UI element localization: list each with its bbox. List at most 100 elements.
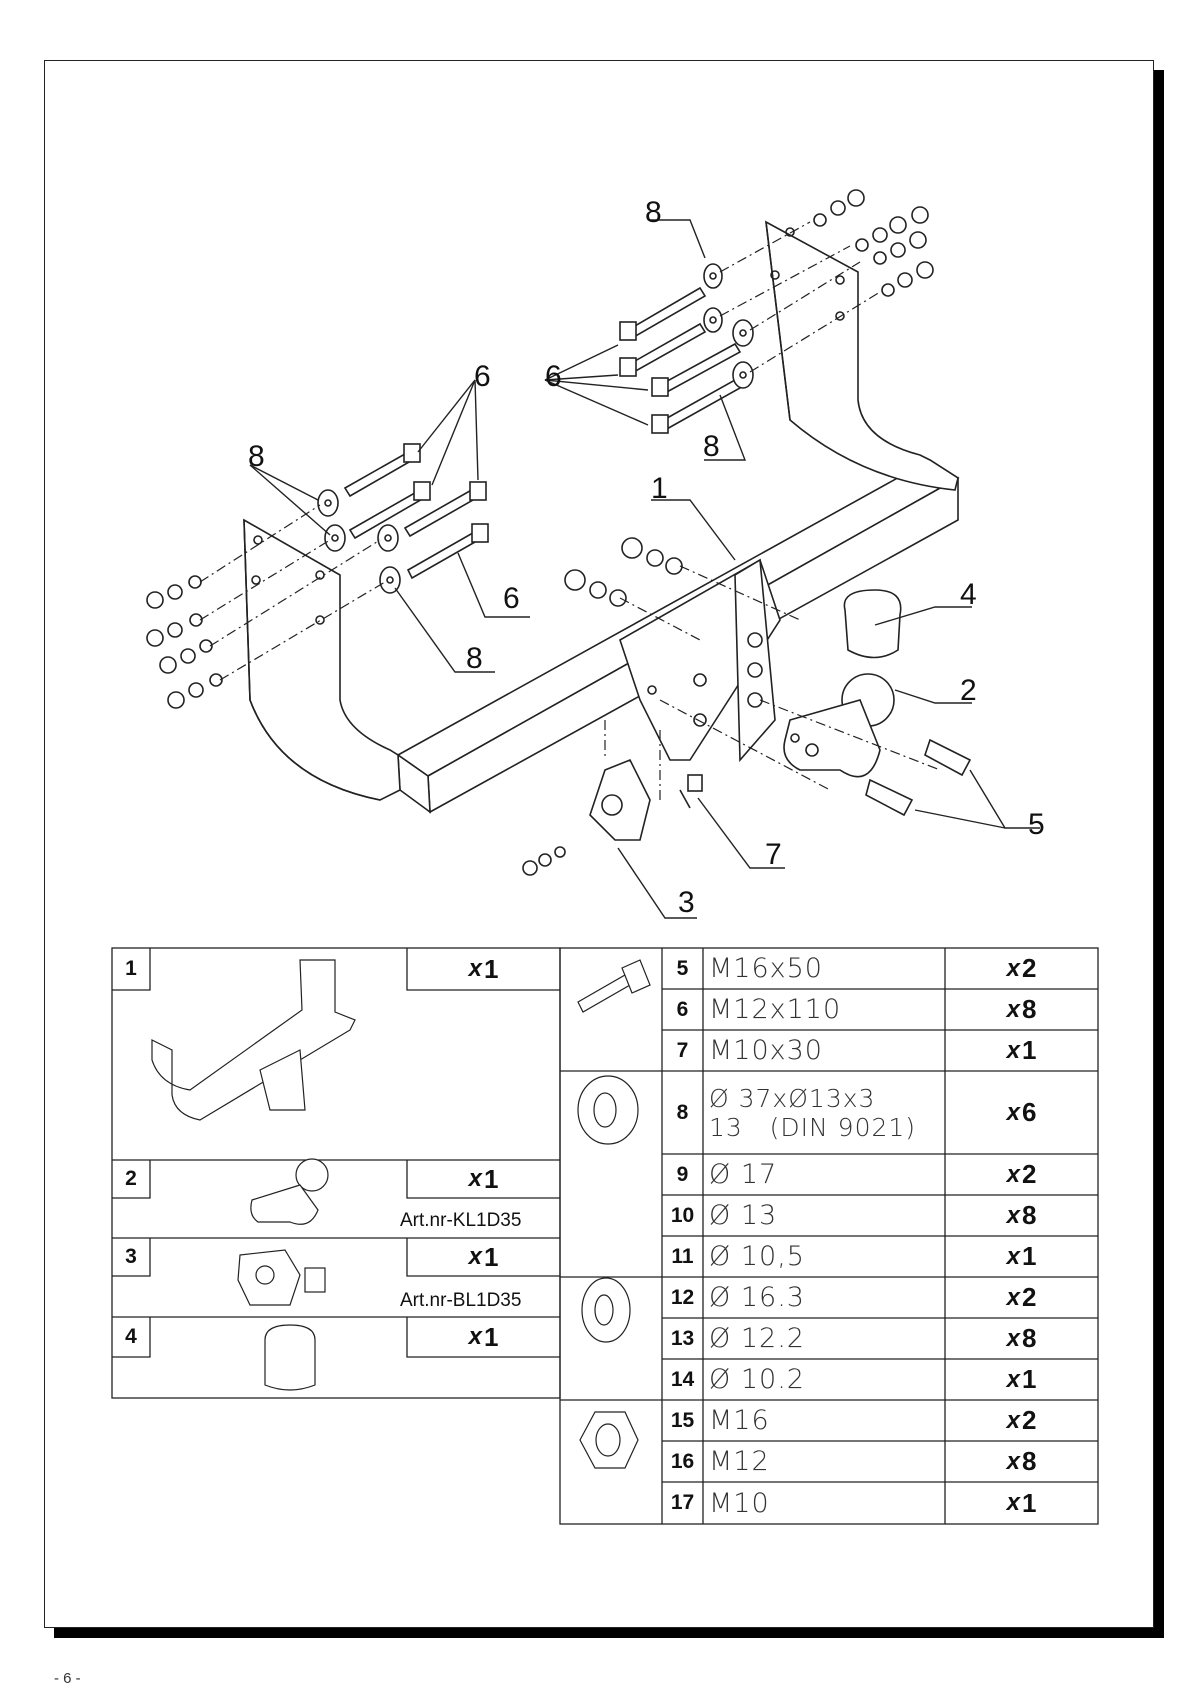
qty-value: 1 — [483, 1321, 499, 1352]
qty-prefix: x — [1006, 1160, 1020, 1188]
qty-prefix: x — [468, 1165, 482, 1192]
part-16-number: 16 — [670, 1449, 695, 1473]
qty-value: 1 — [1021, 1241, 1037, 1271]
callout-7: 7 — [765, 838, 782, 871]
thumb-bolt — [577, 959, 651, 1013]
part-4-number: 4 — [125, 1325, 137, 1348]
part-13-number: 13 — [670, 1326, 695, 1350]
part-6-number: 6 — [676, 997, 689, 1021]
part-5-number: 5 — [676, 956, 689, 980]
callout-8-lower: 8 — [466, 642, 483, 675]
qty-prefix: x — [1006, 954, 1020, 982]
part-15-spec: M16 — [709, 1405, 770, 1436]
qty-value: 1 — [1021, 1364, 1037, 1394]
thumb-tow-ball — [250, 1158, 329, 1225]
qty-prefix: x — [468, 955, 482, 982]
thumb-nut — [579, 1411, 639, 1469]
qty-prefix: x — [1006, 1489, 1020, 1516]
thumb-tow-bar — [151, 959, 356, 1121]
part-3-article-number: Art.nr-BL1D35 — [400, 1290, 522, 1311]
qty-value: 1 — [483, 1163, 499, 1194]
qty-value: 6 — [1021, 1097, 1037, 1127]
qty-value: 1 — [483, 1241, 499, 1272]
thumb-socket-plate — [237, 1249, 326, 1306]
qty-prefix: x — [1006, 1098, 1020, 1126]
callout-6-left: 6 — [474, 360, 491, 393]
part-7-spec: M10x30 — [709, 1035, 823, 1066]
part-8-number: 8 — [676, 1100, 689, 1124]
part-9-number: 9 — [676, 1162, 689, 1186]
part-2-article-number: Art.nr-KL1D35 — [400, 1210, 522, 1231]
qty-prefix: x — [468, 1243, 482, 1270]
qty-value: 2 — [1021, 1159, 1037, 1189]
callout-3: 3 — [678, 886, 695, 919]
callout-6-right: 6 — [545, 360, 562, 393]
qty-prefix: x — [1006, 1242, 1020, 1270]
part-1-number: 1 — [125, 957, 137, 980]
spec-line-2: 13 (DIN 9021) — [709, 1112, 917, 1142]
part-12-spec: Ø 16.3 — [709, 1282, 805, 1313]
qty-value: 2 — [1021, 953, 1037, 983]
socket-plate — [522, 758, 651, 876]
qty-prefix: x — [1006, 1036, 1020, 1064]
page-number: - 6 - — [54, 1670, 81, 1687]
callout-6-lower: 6 — [503, 582, 520, 615]
part-14-spec: Ø 10.2 — [709, 1364, 805, 1395]
part-17-number: 17 — [670, 1491, 695, 1514]
bolts-left — [317, 443, 489, 594]
qty-value: 1 — [1021, 1035, 1037, 1065]
part-15-number: 15 — [670, 1408, 695, 1432]
tow-bar-frame — [243, 220, 960, 814]
leader-lines — [249, 219, 1040, 919]
part-2-number: 2 — [125, 1167, 137, 1190]
part-16-spec: M12 — [709, 1446, 770, 1477]
qty-prefix: x — [1006, 1365, 1020, 1393]
qty-value: 2 — [1021, 1405, 1037, 1435]
thumb-ball-cap — [264, 1324, 316, 1391]
qty-prefix: x — [1006, 1283, 1020, 1311]
qty-prefix: x — [1006, 1201, 1020, 1229]
bolts-5-7 — [679, 738, 972, 817]
callout-8-left: 8 — [248, 440, 265, 473]
callout-5: 5 — [1028, 808, 1045, 841]
qty-prefix: x — [468, 1323, 482, 1350]
callout-8-right: 8 — [703, 430, 720, 463]
part-6-spec: M12x110 — [709, 994, 842, 1025]
qty-value: 8 — [1021, 994, 1037, 1024]
nuts-left — [146, 575, 223, 709]
part-3-number: 3 — [125, 1245, 137, 1268]
nuts-centre — [564, 537, 683, 607]
spec-line-1: Ø 37xØ13x3 — [709, 1083, 876, 1113]
qty-value: 8 — [1021, 1323, 1037, 1353]
tow-ball-cap — [783, 589, 902, 778]
qty-value: 1 — [483, 953, 499, 984]
part-12-number: 12 — [670, 1285, 695, 1309]
part-13-spec: Ø 12.2 — [709, 1323, 805, 1354]
qty-prefix: x — [1006, 1406, 1020, 1434]
callout-1: 1 — [651, 472, 668, 505]
qty-prefix: x — [1006, 1447, 1020, 1475]
assembly-lines — [199, 221, 941, 800]
qty-value: 8 — [1021, 1446, 1037, 1476]
qty-value: 2 — [1021, 1282, 1037, 1312]
part-5-spec: M16x50 — [709, 953, 823, 984]
part-14-number: 14 — [670, 1367, 695, 1391]
